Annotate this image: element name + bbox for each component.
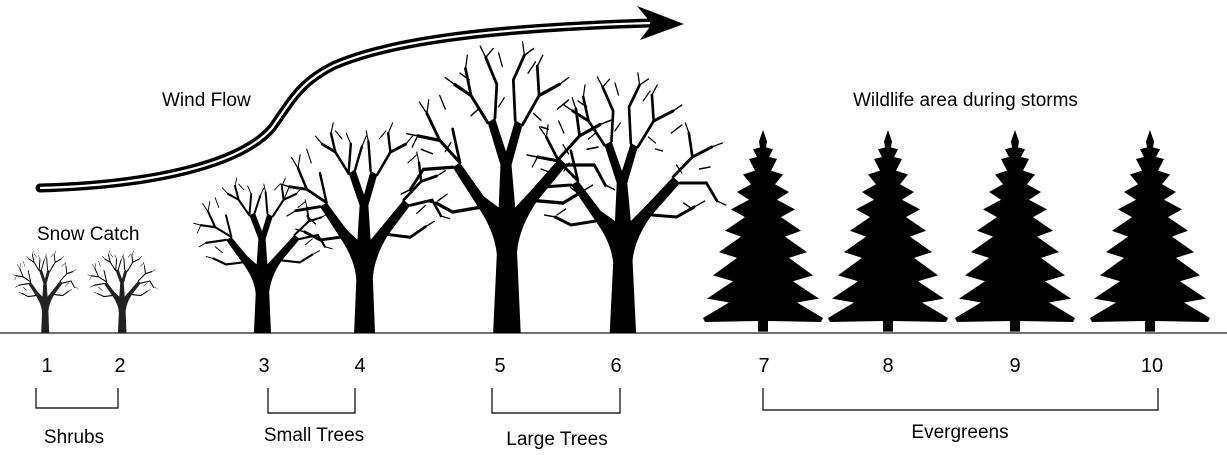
evergreens-bracket <box>762 388 1159 411</box>
evergreen-7 <box>703 129 823 332</box>
small-trees-label: Small Trees <box>263 425 365 446</box>
position-number-10: 10 <box>1140 355 1164 377</box>
shrubs-bracket <box>35 388 119 409</box>
snow-catch-label: Snow Catch <box>37 224 140 245</box>
large-trees-label: Large Trees <box>506 429 608 450</box>
position-number-8: 8 <box>882 355 894 377</box>
position-number-6: 6 <box>610 355 622 377</box>
small-trees-bracket <box>267 388 356 414</box>
small-tree-3 <box>192 177 334 335</box>
small-tree-4 <box>278 121 452 335</box>
wind-flow-arrow <box>35 6 684 193</box>
position-number-4: 4 <box>354 355 366 377</box>
position-number-1: 1 <box>41 355 53 377</box>
position-number-3: 3 <box>258 355 270 377</box>
evergreens-label: Evergreens <box>911 422 1009 443</box>
wind-flow-label: Wind Flow <box>162 90 251 111</box>
position-number-5: 5 <box>494 355 506 377</box>
wildlife-area-label: Wildlife area during storms <box>853 90 1078 111</box>
position-number-7: 7 <box>758 355 770 377</box>
evergreen-9 <box>955 129 1075 332</box>
evergreen-10 <box>1090 129 1210 332</box>
shrub-1 <box>12 250 79 334</box>
evergreen-8 <box>828 129 948 332</box>
shrubs-label: Shrubs <box>43 427 105 448</box>
position-number-9: 9 <box>1009 355 1021 377</box>
shrub-2 <box>87 250 158 334</box>
position-number-2: 2 <box>114 355 126 377</box>
large-trees-bracket <box>491 388 621 414</box>
